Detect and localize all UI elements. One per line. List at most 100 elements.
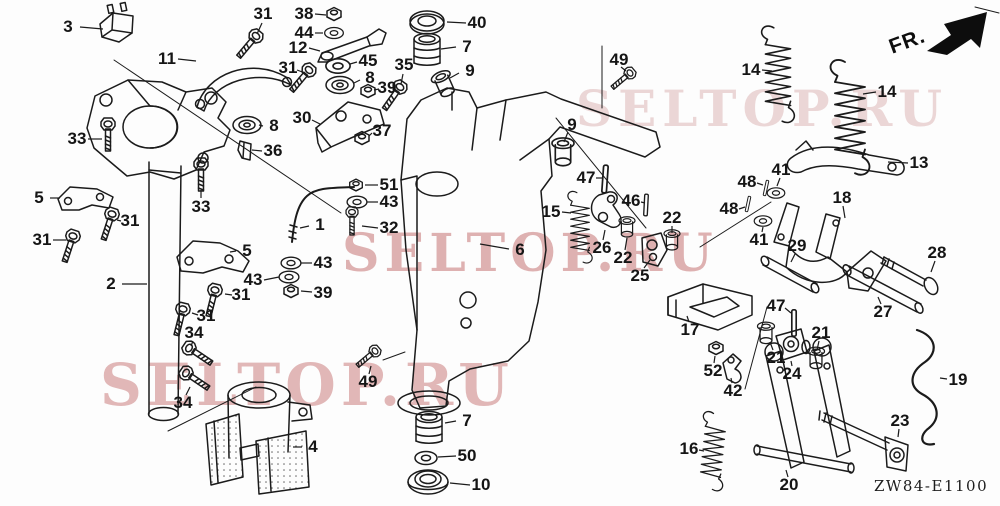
part-7-split-bushing-lower bbox=[415, 410, 443, 444]
part-36-clip bbox=[237, 140, 252, 161]
leader-line bbox=[939, 377, 948, 380]
leader-line bbox=[785, 469, 789, 478]
part-1-tilt-rod bbox=[288, 186, 355, 243]
part-11-curved-arm bbox=[194, 67, 293, 112]
leader-line bbox=[713, 355, 716, 364]
leader-line bbox=[897, 428, 900, 438]
part-14-spring-right bbox=[829, 59, 871, 176]
part-25-cam-piece bbox=[641, 232, 668, 267]
leader-line bbox=[738, 206, 746, 210]
leader-line bbox=[776, 177, 781, 187]
leader-line bbox=[446, 21, 467, 24]
part-43-washer bbox=[278, 270, 300, 284]
leader-line bbox=[479, 243, 510, 250]
part-5-bracket-upper bbox=[57, 186, 114, 211]
leader-line bbox=[449, 482, 471, 486]
leader-line bbox=[784, 307, 792, 314]
part-15-spring-small bbox=[567, 190, 593, 264]
leader-lines-layer bbox=[50, 13, 948, 486]
leader-line bbox=[256, 22, 263, 35]
part-13-curved-lever bbox=[786, 140, 905, 176]
leader-line bbox=[263, 276, 280, 281]
part-8-washer bbox=[325, 75, 355, 95]
part-45-washer bbox=[325, 58, 351, 74]
part-50-lock-washer bbox=[414, 450, 438, 466]
part-7-split-bushing-upper bbox=[413, 32, 441, 66]
leader-line bbox=[308, 47, 321, 52]
leader-line bbox=[790, 360, 793, 367]
leader-line bbox=[191, 312, 199, 316]
part-31-bolt bbox=[232, 26, 266, 62]
leader-line bbox=[258, 124, 264, 127]
part-39-nut bbox=[360, 83, 376, 99]
part-32-bolt bbox=[345, 206, 359, 236]
part-41-washer bbox=[753, 215, 773, 227]
leader-line bbox=[185, 386, 191, 396]
leader-line bbox=[251, 149, 263, 152]
part-16-spring-lower bbox=[695, 410, 731, 493]
part-41-washer bbox=[766, 187, 786, 199]
part-52-nut bbox=[708, 340, 724, 356]
leader-line bbox=[602, 229, 606, 241]
leader-line bbox=[368, 365, 372, 375]
part-38-nut bbox=[326, 6, 342, 22]
leader-line bbox=[368, 132, 373, 137]
part-46-pin bbox=[642, 193, 650, 217]
part-21-bushing bbox=[756, 321, 776, 345]
leader-line bbox=[361, 225, 379, 229]
part-31-bolt bbox=[96, 205, 122, 243]
part-31-bolt bbox=[285, 60, 319, 96]
part-28-shoulder-bolt bbox=[880, 256, 939, 296]
part-33-bolt bbox=[100, 117, 116, 152]
part-24-knuckle bbox=[775, 328, 811, 361]
leader-line bbox=[444, 420, 457, 424]
part-31-bolt bbox=[57, 227, 83, 265]
part-43-washer bbox=[346, 195, 368, 209]
leader-line bbox=[300, 290, 313, 293]
part-43-washer bbox=[280, 256, 302, 270]
leader-line bbox=[224, 293, 233, 296]
leader-line bbox=[563, 131, 569, 143]
part-10-seal-cap bbox=[407, 469, 449, 495]
leader-line bbox=[761, 226, 764, 233]
part-18-shift-fork bbox=[773, 202, 887, 292]
leader-line bbox=[373, 88, 380, 91]
leader-line bbox=[116, 219, 122, 222]
diagram-code: ZW84-E1100 bbox=[874, 477, 989, 495]
leader-line bbox=[311, 119, 321, 125]
leader-line bbox=[437, 455, 457, 458]
part-47-pin bbox=[790, 308, 798, 338]
leader-line bbox=[640, 201, 646, 204]
part-44-washer bbox=[324, 26, 344, 40]
leader-line bbox=[877, 296, 882, 305]
part-48-pin bbox=[762, 179, 770, 197]
part-49-bolt bbox=[352, 342, 384, 371]
leader-line bbox=[79, 26, 104, 30]
leader-line bbox=[349, 61, 358, 65]
part-39-nut bbox=[283, 283, 299, 299]
leader-line bbox=[862, 91, 877, 95]
part-51-nut bbox=[349, 178, 363, 192]
part-26-latch-bracket bbox=[590, 191, 622, 229]
part-31-bolt bbox=[168, 300, 192, 338]
part-4-lower-mount bbox=[205, 381, 313, 495]
leader-line bbox=[761, 69, 773, 72]
leader-line bbox=[229, 250, 237, 253]
leader-line bbox=[698, 449, 705, 452]
leader-line bbox=[769, 341, 774, 351]
leader-line bbox=[296, 69, 306, 74]
part-5-bracket-lower bbox=[176, 240, 250, 274]
part-34-bolt bbox=[179, 338, 217, 370]
part-42-hook-lever bbox=[722, 353, 742, 384]
part-17-channel-bracket bbox=[667, 283, 753, 331]
part-14-spring-left bbox=[760, 25, 796, 124]
part-19-bent-wire-rod bbox=[911, 328, 938, 446]
leader-line bbox=[561, 211, 572, 214]
part-3-chamfer-bracket bbox=[99, 1, 134, 43]
leader-line bbox=[756, 182, 764, 186]
part-40-grommet-ring bbox=[409, 10, 445, 35]
part-29-pivot-pin bbox=[760, 255, 820, 294]
part-6-swivel-case bbox=[397, 87, 661, 416]
